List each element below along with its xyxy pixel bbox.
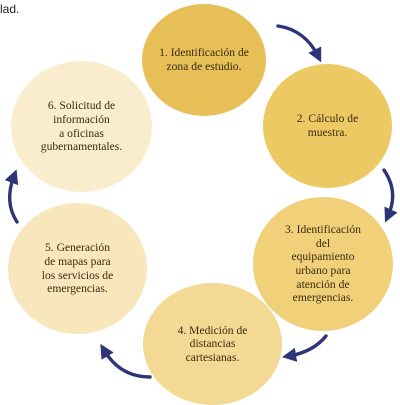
step-1-label: 1. Identificación de zona de estudio. <box>159 46 249 73</box>
step-3-node: 3. Identificación del equipamiento urban… <box>253 197 393 331</box>
step-2-node: 2. Cálculo de muestra. <box>263 64 392 188</box>
step-5-label: 5. Generación de mapas para los servicio… <box>41 241 114 296</box>
step-5-node: 5. Generación de mapas para los servicio… <box>8 203 147 334</box>
arrow-4-to-5 <box>100 343 152 379</box>
step-3-label: 3. Identificación del equipamiento urban… <box>285 223 361 305</box>
arrow-3-to-4 <box>281 334 328 362</box>
text-fragment: lad. <box>0 2 20 16</box>
step-4-node: 4. Medición de distancias cartesianas. <box>143 283 282 405</box>
step-6-node: 6. Solicitud de información a oficinas g… <box>11 61 152 192</box>
step-6-label: 6. Solicitud de información a oficinas g… <box>40 99 123 154</box>
arrow-2-to-3 <box>382 168 398 223</box>
arrow-5-to-6 <box>4 169 19 224</box>
step-4-label: 4. Medición de distancias cartesianas. <box>177 323 248 364</box>
step-2-label: 2. Cálculo de muestra. <box>296 112 359 139</box>
step-1-node: 1. Identificación de zona de estudio. <box>142 4 266 116</box>
arrow-1-to-2 <box>276 24 322 63</box>
